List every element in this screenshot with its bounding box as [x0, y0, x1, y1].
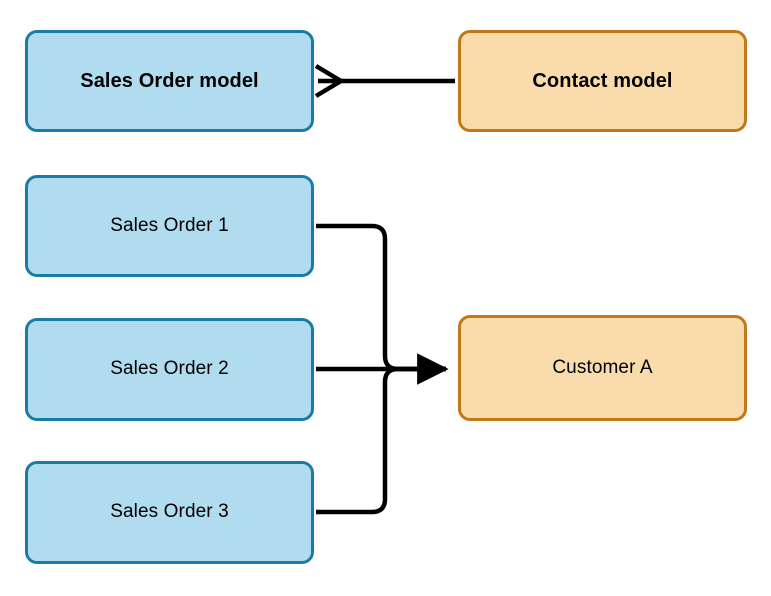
node-sales-order-3[interactable]: Sales Order 3	[25, 461, 314, 564]
node-label: Sales Order model	[80, 70, 259, 92]
node-sales-order-2[interactable]: Sales Order 2	[25, 318, 314, 421]
edge-sales-orders-to-customer-a	[316, 223, 449, 515]
node-customer-a[interactable]: Customer A	[458, 315, 747, 421]
node-label: Sales Order 2	[110, 358, 229, 380]
node-contact-model[interactable]: Contact model	[458, 30, 747, 132]
node-sales-order-1[interactable]: Sales Order 1	[25, 175, 314, 277]
node-label: Contact model	[532, 70, 673, 92]
node-label: Sales Order 3	[110, 501, 229, 523]
crows-foot-icon	[314, 64, 343, 98]
node-sales-order-model[interactable]: Sales Order model	[25, 30, 314, 132]
node-label: Customer A	[552, 356, 653, 378]
edge-sales-order-model-to-contact-model	[314, 64, 455, 98]
node-label: Sales Order 1	[110, 214, 229, 236]
